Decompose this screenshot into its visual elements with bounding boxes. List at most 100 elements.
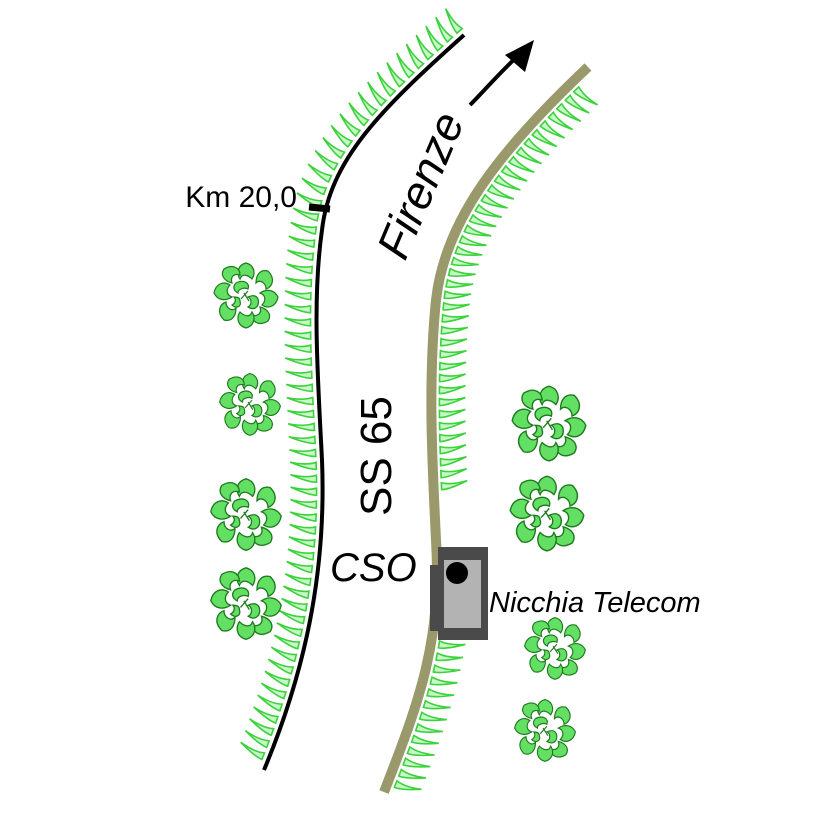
grass-tuft bbox=[284, 573, 312, 587]
grass-tuft bbox=[290, 473, 318, 484]
grass-tuft bbox=[283, 585, 310, 600]
grass-tuft bbox=[443, 290, 472, 300]
grass-tuft bbox=[348, 102, 370, 127]
grass-tuft bbox=[439, 455, 467, 467]
grass-tuft bbox=[493, 174, 521, 191]
grass-tuft bbox=[486, 183, 515, 200]
grass-tuft bbox=[289, 448, 317, 458]
grass-tuft bbox=[458, 234, 487, 247]
grass-tuft bbox=[454, 245, 483, 256]
grass-tuft bbox=[440, 479, 468, 491]
grass-tuft bbox=[284, 317, 312, 327]
tree-icon bbox=[514, 699, 576, 762]
grass-tuft bbox=[285, 262, 314, 275]
grass-tuft bbox=[397, 768, 427, 780]
grass-tuft bbox=[276, 622, 304, 638]
grass-tuft bbox=[507, 155, 535, 174]
grass-tuft bbox=[474, 203, 502, 218]
grass-tuft bbox=[405, 43, 425, 70]
grass-tuft bbox=[284, 290, 312, 301]
tree-icon bbox=[213, 262, 279, 329]
grass-tuft bbox=[463, 223, 492, 237]
grass-tuft bbox=[438, 385, 466, 395]
grass-tuft bbox=[367, 81, 388, 107]
grass-tuft bbox=[438, 432, 467, 443]
grass-tuft bbox=[438, 420, 466, 431]
grass-tuft bbox=[393, 779, 422, 791]
grass-tuft bbox=[270, 646, 298, 663]
grass-tuft bbox=[395, 52, 416, 79]
grass-tuft bbox=[289, 523, 317, 535]
grass-tuft bbox=[480, 193, 508, 209]
grass-tuft bbox=[285, 276, 313, 288]
grass-tuft bbox=[253, 706, 280, 725]
grass-tuft bbox=[414, 722, 443, 733]
grass-tuft bbox=[539, 119, 566, 139]
grass-tuft bbox=[438, 361, 467, 371]
grass-tuft bbox=[547, 110, 574, 131]
grass-tuft bbox=[386, 62, 406, 88]
grass-tuft bbox=[290, 221, 318, 235]
grass-tuft bbox=[439, 444, 467, 455]
verge-grass-left bbox=[240, 8, 464, 761]
grass-tuft bbox=[415, 34, 435, 61]
grass-tuft bbox=[439, 467, 468, 479]
grass-tuft bbox=[257, 694, 284, 712]
grass-tuft bbox=[418, 711, 447, 722]
grass-tuft bbox=[278, 609, 306, 625]
tree-icon bbox=[509, 475, 585, 552]
grass-tuft bbox=[339, 113, 362, 138]
grass-tuft bbox=[450, 256, 479, 267]
grass-tuft bbox=[285, 370, 313, 380]
grass-tuft bbox=[307, 163, 333, 184]
grass-tuft bbox=[287, 422, 316, 432]
grass-tuft bbox=[285, 383, 314, 393]
grass-tuft bbox=[284, 303, 312, 314]
grass-tuft bbox=[435, 651, 464, 662]
grass-tuft bbox=[287, 249, 315, 262]
grass-tuft bbox=[402, 756, 431, 768]
grass-tuft bbox=[290, 486, 318, 496]
grass-tuft bbox=[288, 435, 316, 445]
tree-icon bbox=[511, 385, 587, 462]
road-edge-right bbox=[379, 63, 592, 794]
grass-tuft bbox=[273, 634, 301, 650]
telecom-niche bbox=[430, 547, 488, 640]
grass-tuft bbox=[406, 745, 435, 757]
grass-tuft bbox=[240, 741, 266, 761]
grass-tuft bbox=[410, 734, 439, 745]
grass-tuft bbox=[330, 124, 354, 148]
grass-tuft bbox=[288, 536, 316, 548]
grass-tuft bbox=[432, 663, 461, 674]
grass-tuft bbox=[357, 91, 379, 117]
grass-tuft bbox=[322, 136, 346, 160]
grass-tuft bbox=[284, 330, 312, 340]
grass-tuft bbox=[314, 149, 339, 171]
grass-tuft bbox=[468, 213, 497, 228]
grass-tuft bbox=[260, 682, 288, 700]
grass-tuft bbox=[523, 137, 550, 156]
direction-arrowhead bbox=[505, 40, 534, 72]
verge-grass-right bbox=[383, 85, 599, 793]
grass-tuft bbox=[440, 325, 469, 335]
grass-tuft bbox=[438, 373, 466, 383]
grass-tuft bbox=[281, 597, 308, 612]
grass-tuft bbox=[286, 560, 314, 574]
grass-tuft bbox=[515, 146, 542, 165]
tree-icon bbox=[219, 373, 281, 436]
grass-tuft bbox=[287, 548, 315, 561]
grass-tuft bbox=[425, 25, 445, 52]
grass-tuft bbox=[564, 93, 590, 114]
cso-point-icon bbox=[446, 562, 468, 584]
grass-tuft bbox=[500, 164, 528, 182]
grass-tuft bbox=[439, 337, 468, 347]
km-marker-tick bbox=[308, 203, 331, 213]
grass-tuft bbox=[572, 85, 599, 106]
grass-tuft bbox=[292, 207, 320, 222]
grass-tuft bbox=[435, 16, 454, 44]
grass-tuft bbox=[264, 670, 291, 688]
grass-tuft bbox=[290, 498, 318, 509]
grass-tuft bbox=[244, 729, 271, 749]
tree-icon bbox=[210, 478, 282, 551]
